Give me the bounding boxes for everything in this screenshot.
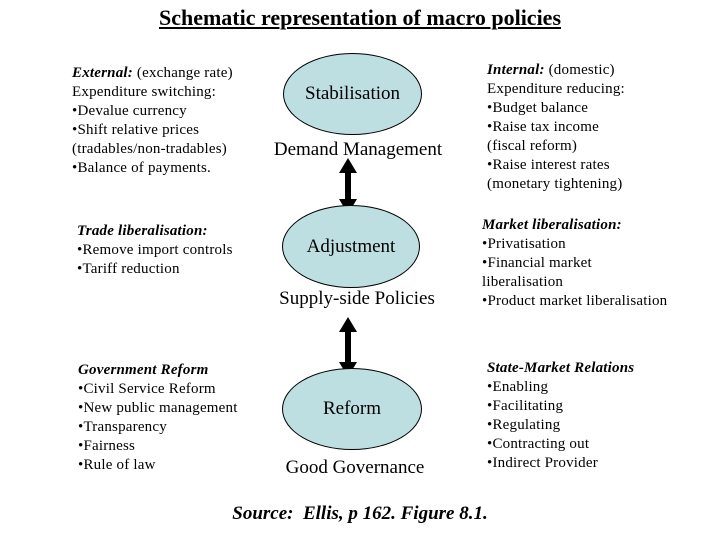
diagram-title-text: Schematic representation of macro polici… [158, 5, 562, 30]
block-heading-text: Trade liberalisation: [77, 223, 208, 239]
block-heading-text: State-Market Relations [487, 360, 635, 376]
text-line: •Fairness [78, 438, 136, 454]
text-line: •Raise tax income [487, 119, 599, 135]
text-line: •Transparency [78, 419, 167, 435]
good-governance-label: Good Governance [285, 457, 425, 478]
text-line: •New public management [78, 400, 238, 416]
text-line: •Raise interest rates [487, 157, 610, 173]
text-line: •Product market liberalisation [482, 293, 668, 309]
node-label: Adjustment [306, 235, 396, 257]
node-label: Stabilisation [305, 83, 400, 104]
state-market-relations-block: State-Market Relations •Enabling •Facilit… [487, 359, 717, 473]
text-line: •Rule of law [78, 457, 156, 473]
text-line: Expenditure switching: [72, 84, 216, 100]
text-line: •Shift relative prices [72, 122, 200, 138]
text-line: •Indirect Provider [487, 455, 598, 471]
text-line: •Devalue currency [72, 103, 187, 119]
text-line: •Regulating [487, 417, 561, 433]
supply-side-policies-label: Supply-side Policies [279, 288, 435, 309]
block-lines: •Enabling •Facilitating •Regulating •Contra… [487, 378, 717, 473]
text-line: •Facilitating [487, 398, 564, 414]
text-line: (tradables/non-tradables) [72, 141, 227, 157]
block-lines: •Remove import controls •Tariff reduction [77, 241, 292, 279]
text-line: •Budget balance [487, 100, 589, 116]
block-heading-line: External: (exchange rate) [72, 64, 287, 83]
text-line: Expenditure reducing: [487, 81, 625, 97]
text-line: •Tariff reduction [77, 261, 180, 277]
block-heading-suffix: (domestic) [544, 62, 615, 78]
text-line: •Privatisation [482, 236, 566, 252]
reform-node: Reform [282, 368, 422, 450]
demand-management-label: Demand Management [273, 139, 443, 160]
stabilisation-node: Stabilisation [283, 53, 422, 135]
block-heading-text: Market liberalisation: [482, 217, 622, 233]
source-caption: Source: Ellis, p 162. Figure 8.1. [232, 503, 488, 524]
block-heading-text: Internal: [487, 62, 545, 78]
government-reform-block: Government Reform •Civil Service Reform•… [78, 361, 293, 475]
text-line: •Financial market [482, 255, 592, 271]
text-line: •Civil Service Reform [78, 381, 216, 397]
block-lines: Expenditure reducing: •Budget balance •Rai… [487, 80, 717, 194]
block-heading-line: Internal: (domestic) [487, 61, 717, 80]
text-line: •Contracting out [487, 436, 590, 452]
internal-policies-block: Internal: (domestic) Expenditure reducin… [487, 61, 717, 194]
block-heading-text: Government Reform [78, 362, 209, 378]
market-liberalisation-block: Market liberalisation: •Privatisation •Fi… [482, 216, 717, 311]
text-line: •Remove import controls [77, 242, 233, 258]
block-heading-line: State-Market Relations [487, 359, 717, 378]
diagram-title: Schematic representation of macro polici… [0, 5, 720, 31]
adjustment-node: Adjustment [282, 205, 420, 288]
text-line: liberalisation [482, 274, 564, 290]
block-heading-line: Government Reform [78, 361, 293, 380]
block-lines: •Privatisation •Financial market liberalis… [482, 235, 717, 311]
trade-liberalisation-block: Trade liberalisation: •Remove import con… [77, 222, 292, 279]
text-line: (monetary tightening) [487, 176, 623, 192]
external-policies-block: External: (exchange rate) Expenditure sw… [72, 64, 287, 178]
block-lines: Expenditure switching: •Devalue currency •… [72, 83, 287, 178]
block-heading-text: External: [72, 65, 133, 81]
text-line: •Balance of payments. [72, 160, 211, 176]
block-lines: •Civil Service Reform •New public managem… [78, 380, 293, 475]
node-label: Reform [322, 398, 382, 419]
block-heading-line: Trade liberalisation: [77, 222, 292, 241]
text-line: •Enabling [487, 379, 549, 395]
text-line: (fiscal reform) [487, 138, 578, 154]
block-heading-suffix: (exchange rate) [132, 65, 233, 81]
block-heading-line: Market liberalisation: [482, 216, 717, 235]
